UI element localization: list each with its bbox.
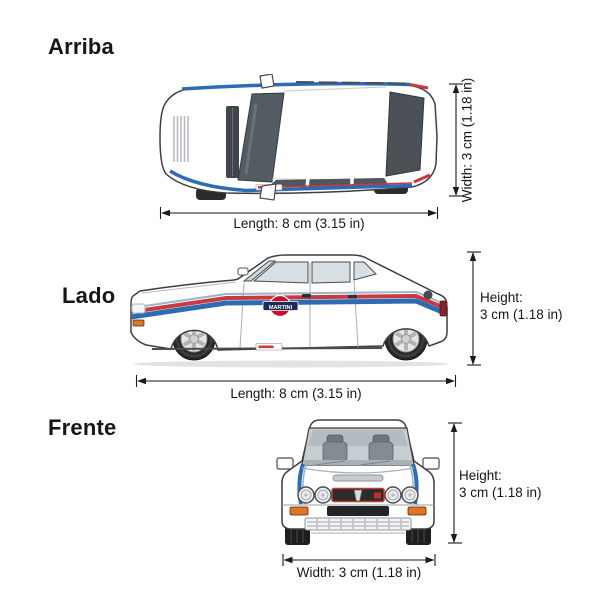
front-grille-red-badge <box>374 492 381 499</box>
top-side-stripe-blue <box>169 169 413 193</box>
front-mirror-left <box>276 457 294 470</box>
front-dashboard <box>304 460 412 465</box>
front-headlights <box>297 486 419 504</box>
front-height-label: Height: 3 cm (1.18 in) <box>459 467 542 501</box>
side-height-dimension-line <box>467 251 481 366</box>
side-hood-seam <box>141 281 237 294</box>
top-roof-edge <box>283 86 387 92</box>
car-top-view-drawing <box>159 74 438 201</box>
lancia-badge <box>353 489 363 503</box>
top-windshield-glare <box>244 103 258 175</box>
side-martini-roundel: MARTINI <box>262 294 299 318</box>
front-rear-glass-seen-through <box>308 430 408 446</box>
top-mirror-left <box>259 74 275 89</box>
side-stripe-blue <box>130 298 448 320</box>
side-rocker-decal-mark <box>258 345 274 349</box>
side-height-label-line2: 3 cm (1.18 in) <box>480 307 563 322</box>
top-mirror-right <box>259 183 277 201</box>
top-stripe-red-tail <box>409 83 429 90</box>
top-stripe-blue <box>181 81 411 91</box>
front-hood-vent <box>332 474 384 482</box>
side-front-door-window <box>252 261 309 284</box>
side-front-door-handle <box>302 294 311 298</box>
front-width-dimension-line <box>282 554 436 566</box>
side-fuel-cap <box>423 290 433 300</box>
front-mirror-right <box>422 457 440 470</box>
front-lower-grille <box>304 517 412 531</box>
front-bumper-center <box>327 506 389 516</box>
side-height-label-line1: Height: <box>480 290 523 305</box>
side-view-title: Lado <box>62 283 116 308</box>
side-height-label: Height: 3 cm (1.18 in) <box>480 289 563 323</box>
front-view-title: Frente <box>48 415 117 440</box>
front-wipers <box>314 460 391 466</box>
side-mirror <box>237 267 249 276</box>
side-length-label: Length: 8 cm (3.15 in) <box>230 386 362 401</box>
top-far-side-windows <box>295 81 407 85</box>
front-width-label: Width: 3 cm (1.18 in) <box>296 565 422 580</box>
side-windshield <box>242 260 277 282</box>
side-length-dimension-line <box>135 375 457 387</box>
side-ground-shadow <box>133 360 449 368</box>
front-indicator-left <box>289 506 309 516</box>
side-rear-door-window <box>311 261 351 284</box>
top-hood-vents <box>173 116 189 162</box>
front-height-dimension-line <box>448 422 462 544</box>
top-rear-window <box>385 91 425 177</box>
top-width-dimension-line <box>449 83 463 197</box>
side-front-indicator <box>132 319 145 327</box>
front-height-label-line1: Height: <box>459 468 502 483</box>
side-headlight <box>131 303 146 314</box>
front-seats <box>322 434 394 463</box>
front-indicator-right <box>407 506 427 516</box>
side-stripe-lightblue <box>130 290 448 309</box>
side-tail-light <box>439 300 448 317</box>
side-quarter-window <box>353 261 377 281</box>
side-rear-door-handle <box>348 295 357 299</box>
top-view-title: Arriba <box>48 34 114 59</box>
martini-text: MARTINI <box>269 305 293 311</box>
front-height-label-line2: 3 cm (1.18 in) <box>459 485 542 500</box>
front-hood-seam <box>301 467 415 474</box>
side-stripe-red <box>130 293 448 314</box>
top-side-stripe-red <box>275 182 413 188</box>
car-side-view-drawing: MARTINI <box>130 254 449 368</box>
top-width-label: Width: 3 cm (1.18 in) <box>459 77 475 203</box>
top-length-label: Length: 8 cm (3.15 in) <box>233 216 365 231</box>
top-length-dimension-line <box>159 207 439 219</box>
top-tail-light <box>413 173 431 184</box>
car-front-view-drawing <box>276 419 440 545</box>
front-lower-grille-slats <box>307 519 409 529</box>
